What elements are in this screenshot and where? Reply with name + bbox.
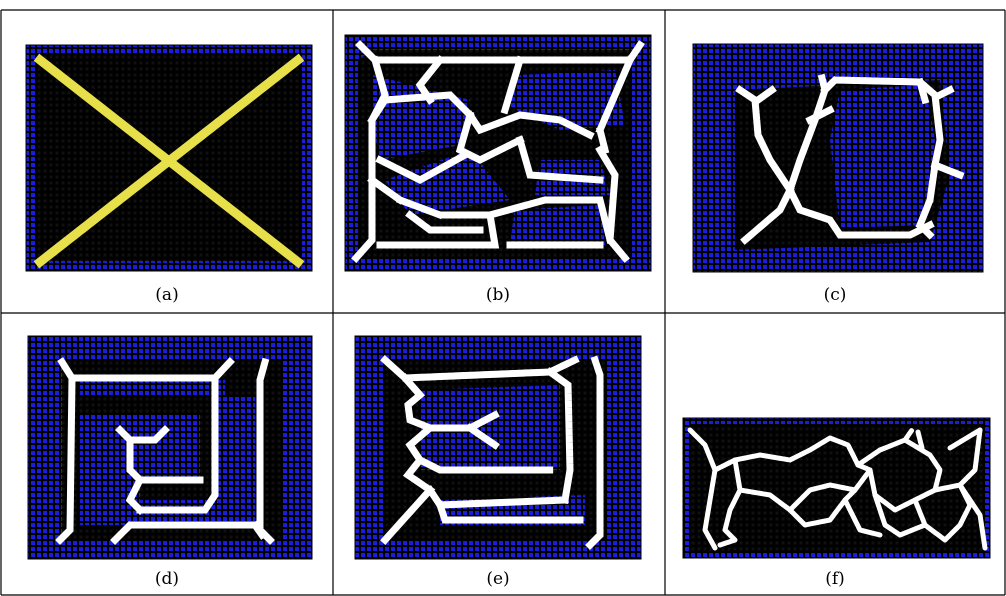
panel-f-caption: (f)	[755, 569, 915, 589]
panel-c-caption: (c)	[755, 285, 915, 305]
panel-e-caption: (e)	[418, 569, 578, 589]
panel-a-image	[26, 45, 312, 271]
panel-a-caption: (a)	[87, 285, 247, 305]
panel-b-caption: (b)	[418, 285, 578, 305]
panel-d-image	[28, 336, 312, 559]
panel-c-image	[693, 44, 983, 272]
panel-f-image	[683, 418, 990, 558]
panel-e-image	[355, 336, 641, 559]
panel-b-image	[345, 35, 651, 271]
panel-d-caption: (d)	[87, 569, 247, 589]
